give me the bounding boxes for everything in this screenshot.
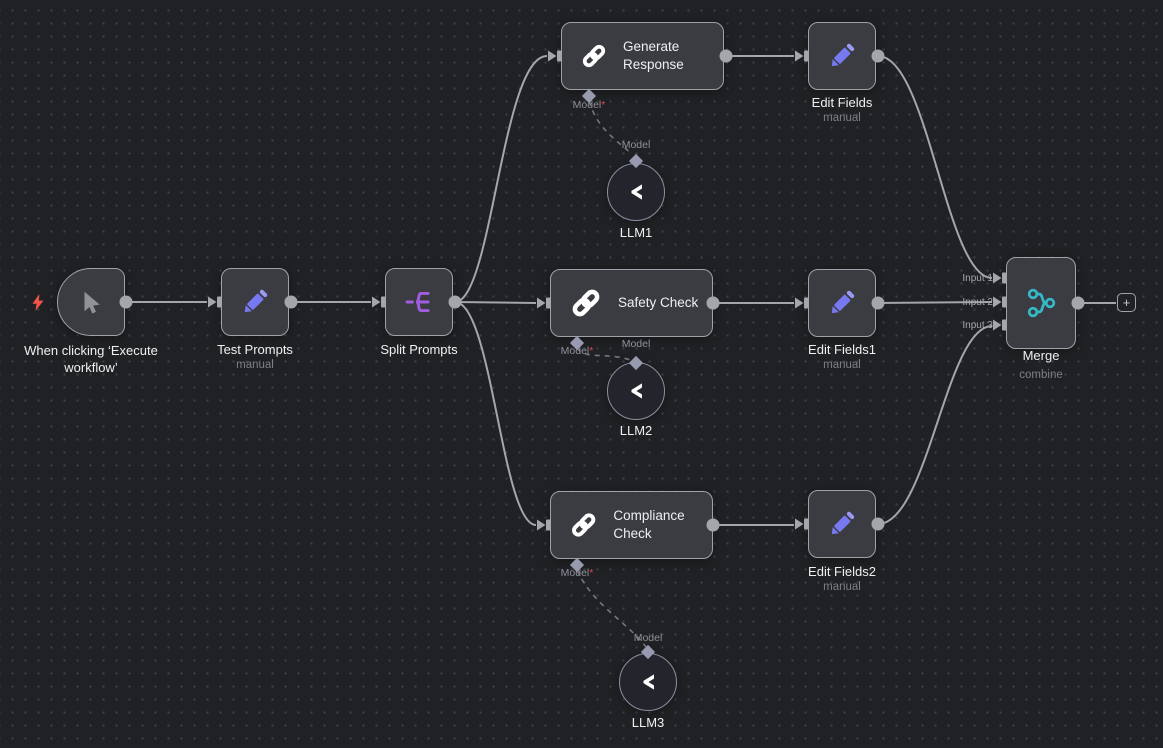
pencil-icon [831, 511, 855, 535]
input-arrow-icon [795, 50, 804, 62]
edge-split-to-generate-response[interactable] [454, 55, 548, 303]
pencil-icon [831, 43, 855, 67]
edge-split-to-compliance-check[interactable] [454, 301, 537, 526]
node-split-prompts[interactable] [385, 268, 453, 336]
node-title: Generate Response [623, 39, 684, 72]
node-subtitle-merge: combine [1019, 369, 1063, 381]
node-label-merge: Merge [1022, 348, 1060, 363]
edge-compliance-model-to-llm3[interactable] [576, 569, 647, 648]
node-label-trigger: When clicking ‘Execute workflow’ [24, 343, 158, 375]
node-label-edit-fields1: Edit Fields1 [808, 342, 876, 357]
required-asterisk: * [589, 567, 594, 579]
node-label-edit-fields: Edit Fields [811, 95, 873, 110]
node-title: Compliance Check [613, 508, 685, 541]
input-arrow-icon [208, 296, 217, 308]
node-subtitle-edit-fields1: manual [823, 359, 861, 371]
node-title: Safety Check [618, 295, 699, 311]
node-llm2[interactable] [607, 362, 665, 420]
model-port-label-safety-check: Model* [560, 345, 594, 357]
model-port-label-generate-response: Model* [572, 99, 606, 111]
input-arrow-icon [795, 297, 804, 309]
input-arrow-icon [993, 272, 1002, 284]
node-subtitle-edit-fields2: manual [823, 581, 861, 593]
node-compliance-check[interactable]: Compliance Check [550, 491, 713, 559]
add-node-button[interactable]: + [1117, 293, 1136, 312]
input-arrow-icon [993, 319, 1002, 331]
node-trigger[interactable] [57, 268, 125, 336]
merge-icon [1027, 288, 1056, 318]
node-generate-response[interactable]: Generate Response [561, 22, 724, 90]
chain-icon [572, 513, 596, 537]
node-test-prompts[interactable] [221, 268, 289, 336]
node-edit-fields[interactable] [808, 22, 876, 90]
input-arrow-icon [537, 297, 546, 309]
edge-edit-fields1-to-merge-input2[interactable] [877, 301, 993, 304]
chain-icon [572, 289, 600, 317]
input-arrow-icon [795, 518, 804, 530]
chat-model-icon [643, 674, 654, 690]
input-arrow-icon [548, 50, 557, 62]
edge-safety-model-to-llm2[interactable] [576, 347, 631, 361]
cursor-icon [84, 291, 100, 314]
pencil-icon [244, 289, 268, 313]
required-asterisk: * [589, 345, 594, 357]
node-label-llm3: LLM3 [631, 715, 665, 730]
model-port-label-llm2: Model [621, 338, 651, 350]
chain-icon [582, 44, 606, 68]
node-safety-check[interactable]: Safety Check [550, 269, 713, 337]
input-arrow-icon [993, 296, 1002, 308]
node-llm3[interactable] [619, 653, 677, 711]
node-label-test-prompts: Test Prompts [217, 342, 293, 357]
node-label-edit-fields2: Edit Fields2 [808, 564, 876, 579]
node-subtitle-test-prompts: manual [236, 359, 274, 371]
required-asterisk: * [601, 99, 606, 111]
node-merge[interactable] [1006, 257, 1076, 349]
edge-edit-fields-to-merge-input1[interactable] [877, 55, 993, 279]
node-label-split-prompts: Split Prompts [380, 342, 458, 357]
input-arrow-icon [372, 296, 381, 308]
model-port-label-compliance-check: Model* [560, 567, 594, 579]
split-out-icon [405, 292, 430, 312]
input-arrow-icon [537, 519, 546, 531]
merge-input-label-2: Input 2 [962, 297, 993, 308]
model-port-label-llm3: Model [633, 632, 663, 644]
node-label-llm1: LLM1 [619, 225, 653, 240]
edge-split-to-safety-check[interactable] [454, 301, 537, 304]
node-llm1[interactable] [607, 163, 665, 221]
edge-edit-fields2-to-merge-input3[interactable] [877, 325, 993, 525]
lightning-icon [32, 294, 44, 311]
node-label-llm2: LLM2 [619, 423, 653, 438]
model-port-label-llm1: Model [621, 139, 651, 151]
chat-model-icon [631, 383, 642, 399]
pencil-icon [831, 290, 855, 314]
node-edit-fields1[interactable] [808, 269, 876, 337]
edge-generate-model-to-llm1[interactable] [588, 100, 633, 155]
node-edit-fields2[interactable] [808, 490, 876, 558]
plus-icon: + [1122, 295, 1131, 310]
node-subtitle-edit-fields: manual [823, 112, 861, 124]
merge-input-label-3: Input 3 [962, 320, 993, 331]
chat-model-icon [631, 184, 642, 200]
merge-input-label-1: Input 1 [962, 273, 993, 284]
